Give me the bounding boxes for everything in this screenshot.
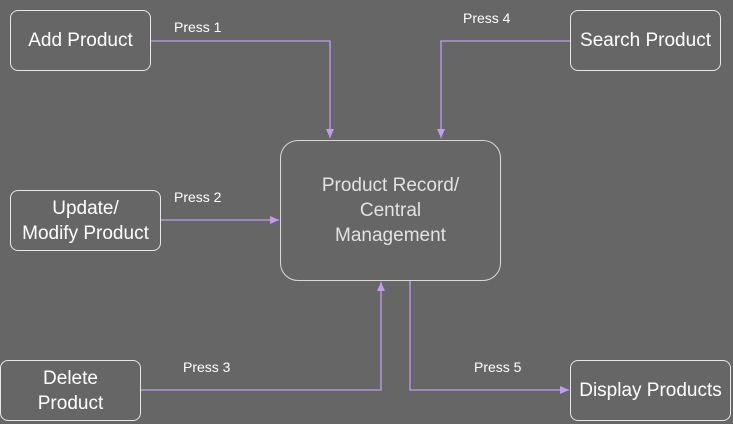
edge-label-press-1: Press 1 <box>174 19 222 35</box>
search-product-node[interactable]: Search Product <box>570 10 721 71</box>
delete-product-node[interactable]: Delete Product <box>0 360 141 421</box>
edge-label-press-4: Press 4 <box>463 10 511 26</box>
arrow-central-to-display <box>409 281 569 394</box>
arrow-add-to-central <box>151 40 334 138</box>
display-products-node[interactable]: Display Products <box>570 360 731 421</box>
central-management-node[interactable]: Product Record/ Central Management <box>280 140 501 281</box>
arrow-delete-to-central <box>141 282 385 391</box>
edge-label-press-3: Press 3 <box>183 359 231 375</box>
edge-label-press-5: Press 5 <box>474 359 522 375</box>
update-product-node[interactable]: Update/ Modify Product <box>10 190 161 251</box>
add-product-node[interactable]: Add Product <box>10 10 151 71</box>
arrow-search-to-central <box>437 40 571 138</box>
edge-label-press-2: Press 2 <box>174 189 222 205</box>
